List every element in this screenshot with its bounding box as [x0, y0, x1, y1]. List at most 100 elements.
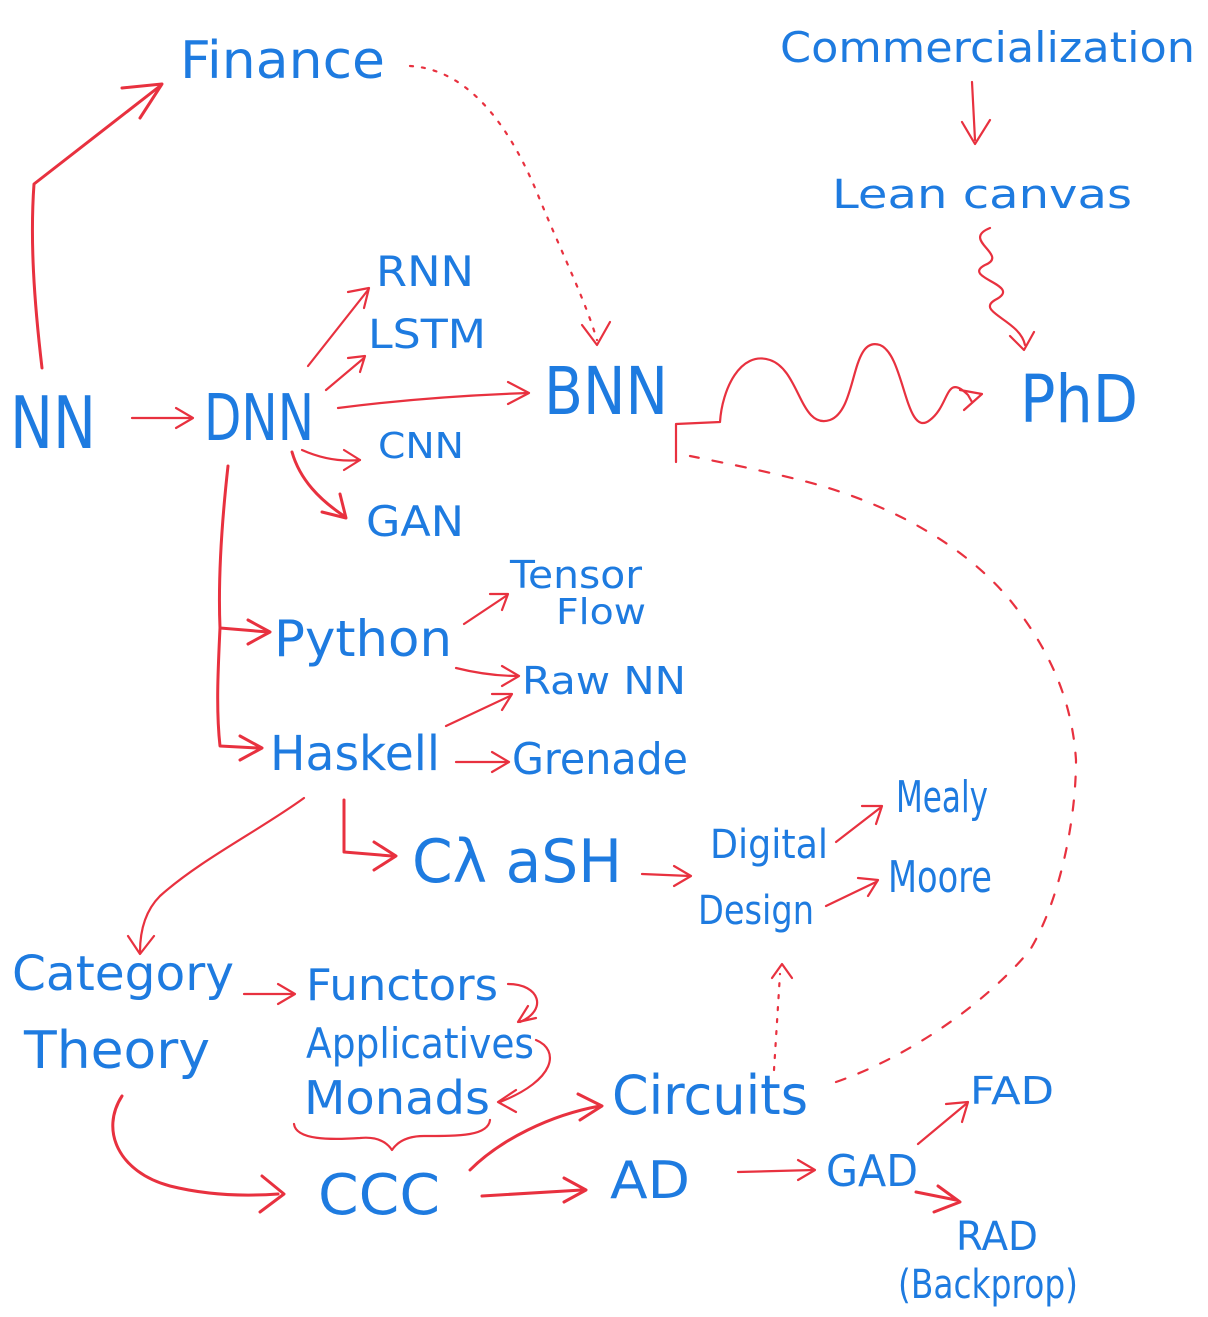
node-commercialization: Commercialization	[780, 23, 1195, 72]
edge-dnn-gan-head	[320, 492, 348, 520]
edge-dnn-python-head	[246, 618, 272, 646]
node-haskell: Haskell	[270, 726, 440, 782]
node-mealy: Mealy	[896, 772, 988, 823]
node-ad: AD	[610, 1151, 690, 1211]
edge-digital-mealy	[834, 806, 882, 844]
edge-haskell-clash-head	[372, 840, 398, 872]
edge-python-tensorflow	[462, 594, 508, 626]
node-python: Python	[274, 610, 452, 668]
edge-leancanvas-phd-head	[1008, 330, 1036, 352]
edge-leancanvas-phd	[978, 226, 1027, 347]
edge-bnn-phd	[674, 343, 974, 464]
edge-haskell-rawnn	[444, 694, 512, 728]
edge-commercialization-leancanvas-head	[960, 118, 992, 146]
edge-circuits-design	[772, 972, 782, 1072]
edge-dnn-python-haskell	[216, 464, 260, 750]
edge-digital-mealy-head	[860, 804, 884, 826]
edge-applicatives-monads-head	[496, 1088, 518, 1114]
edge-functors-applicatives-head	[516, 1004, 538, 1024]
edge-dnn-rnn	[306, 288, 370, 368]
node-applicatives: Applicatives	[306, 1019, 534, 1068]
node-nn: NN	[10, 381, 96, 465]
node-theory: Theory	[23, 1021, 210, 1081]
node-raw-nn: Raw NN	[522, 659, 686, 703]
node-moore: Moore	[888, 852, 992, 903]
edge-functors-applicatives	[506, 982, 539, 1024]
edge-nn-finance-head	[120, 82, 164, 120]
node-tensor: Tensor	[509, 553, 642, 597]
node-bnn: BNN	[544, 353, 668, 430]
node-category: Category	[12, 946, 234, 1002]
edge-python-tensorflow-head	[488, 592, 510, 612]
edge-finance-bnn	[408, 64, 599, 342]
edge-ccc-ad-head	[562, 1176, 588, 1204]
node-phd: PhD	[1020, 361, 1138, 438]
edge-haskell-clash	[342, 798, 394, 858]
edge-gad-fad	[916, 1102, 968, 1146]
edge-finance-bnn-head	[580, 320, 612, 347]
edge-dnn-lstm	[324, 356, 366, 392]
edge-theory-ccc-head	[258, 1174, 286, 1214]
edge-category-functors-head	[276, 982, 297, 1006]
node-backprop: (Backprop)	[898, 1262, 1078, 1308]
edge-ad-gad-head	[796, 1158, 817, 1182]
edge-python-rawnn-head	[500, 664, 521, 688]
node-gan: GAN	[366, 497, 464, 546]
edge-dnn-bnn	[336, 391, 530, 410]
edge-theory-ccc	[111, 1094, 280, 1197]
edge-python-rawnn	[454, 666, 520, 678]
nodes: Finance Commercialization Lean canvas RN…	[10, 23, 1195, 1308]
edge-gad-fad-head	[944, 1100, 970, 1124]
node-digital: Digital	[710, 822, 828, 868]
edge-dnn-cnn	[300, 448, 362, 462]
edge-nn-finance	[30, 84, 162, 370]
node-ccc: CCC	[318, 1163, 440, 1228]
node-finance: Finance	[180, 31, 385, 91]
node-design: Design	[698, 888, 814, 934]
edge-haskell-rawnn-head	[490, 692, 514, 712]
edge-dnn-rnn-head	[346, 286, 371, 310]
edge-design-moore-head	[856, 876, 880, 898]
node-grenade: Grenade	[512, 734, 688, 785]
edge-gad-rad-head	[932, 1184, 962, 1214]
edge-gad-rad	[914, 1190, 958, 1202]
node-fad: FAD	[970, 1069, 1054, 1113]
edge-haskell-grenade-head	[490, 750, 511, 774]
edge-ccc-circuits-head	[576, 1092, 604, 1122]
edge-dnn-python	[218, 626, 270, 634]
node-monads: Monads	[304, 1071, 490, 1125]
edge-ad-gad	[736, 1168, 816, 1174]
edge-dnn-haskell-head	[238, 734, 264, 762]
edge-clash-digital-head	[672, 864, 693, 888]
edge-haskell-category	[138, 796, 306, 954]
edge-bnn-phd-head	[958, 388, 984, 412]
edge-nn-dnn-head	[174, 406, 195, 430]
edge-design-moore	[824, 880, 878, 908]
node-cnn: CNN	[378, 426, 464, 467]
edge-dnn-bnn-head	[506, 380, 531, 406]
node-clash: Cλ aSH	[412, 827, 622, 897]
edge-dnn-gan	[290, 450, 346, 518]
edge-circuits-design-head	[770, 962, 794, 980]
node-rad: RAD	[956, 1214, 1038, 1260]
node-flow: Flow	[556, 592, 646, 633]
edge-circuits-bnn	[688, 454, 1078, 1084]
edge-applicatives-monads	[498, 1038, 552, 1104]
edge-haskell-category-head	[126, 934, 156, 956]
edge-monads-brace	[292, 1118, 492, 1152]
node-gad: GAD	[826, 1146, 918, 1197]
node-functors: Functors	[306, 960, 498, 1011]
node-rnn: RNN	[376, 247, 474, 296]
edge-dnn-cnn-head	[342, 448, 362, 472]
node-lean-canvas: Lean canvas	[832, 172, 1132, 218]
edge-clash-digital	[640, 872, 692, 878]
edge-dnn-lstm-head	[346, 354, 367, 374]
edge-commercialization-leancanvas	[970, 80, 977, 142]
edge-ccc-ad	[480, 1188, 584, 1198]
node-lstm: LSTM	[368, 312, 486, 358]
node-circuits: Circuits	[612, 1064, 808, 1127]
edges	[30, 64, 1078, 1214]
node-dnn: DNN	[204, 382, 314, 456]
edge-ccc-circuits	[468, 1104, 602, 1172]
